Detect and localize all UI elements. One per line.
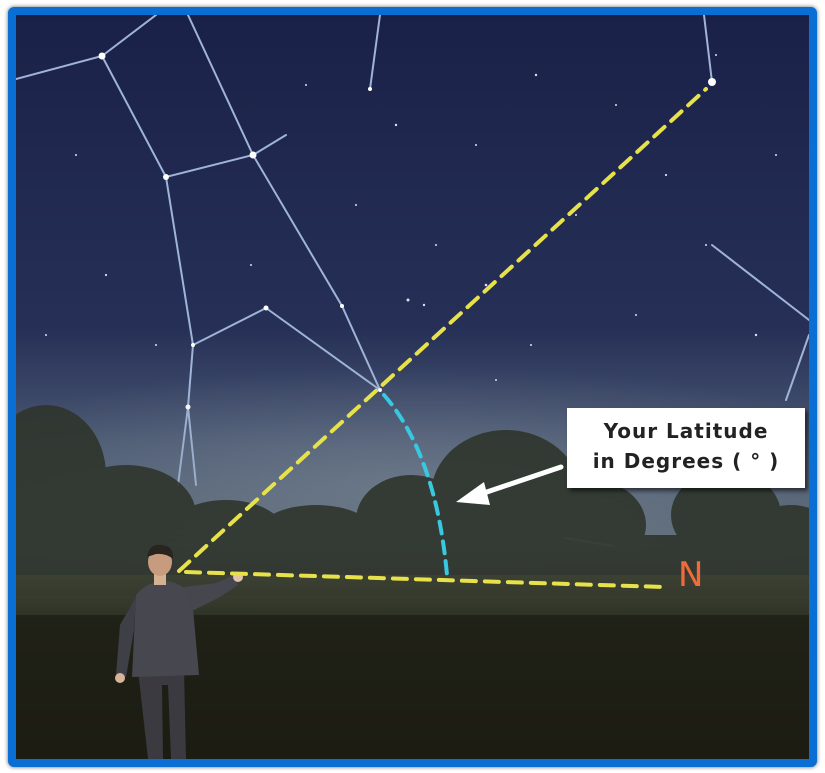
callout-line-1: Your Latitude: [603, 419, 769, 443]
tree-line: [16, 405, 809, 595]
latitude-callout: Your Latitude in Degrees ( ° ): [567, 408, 805, 488]
callout-arrow: [456, 464, 564, 505]
north-label: N: [678, 555, 704, 595]
line-to-pole-star: [177, 87, 708, 573]
callout-line-2: in Degrees ( ° ): [592, 449, 780, 473]
horizon-line: [184, 570, 666, 589]
sight-lines: [177, 87, 708, 589]
night-sky-scene: [16, 15, 809, 759]
latitude-arc: [382, 393, 449, 577]
figure-frame: Your Latitude in Degrees ( ° ) N: [8, 7, 817, 767]
person-pointing: [115, 544, 243, 759]
